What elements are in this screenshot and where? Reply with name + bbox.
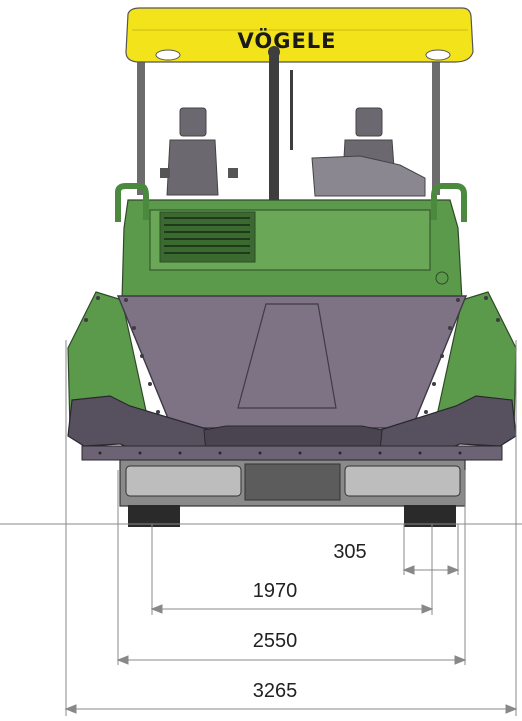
dim-label-track-outer: 2550 — [253, 630, 298, 652]
exhaust-pipe — [269, 48, 279, 258]
push-roller-left — [125, 465, 242, 497]
engine-grille — [159, 211, 256, 263]
bumper-lower-plate — [81, 445, 503, 461]
undercarriage — [119, 459, 466, 527]
seat-right-headrest — [355, 107, 383, 137]
roof-post-right — [432, 55, 440, 195]
hopper-push-plate — [237, 303, 337, 409]
track-right — [404, 505, 456, 527]
dim-2550-arrow-right — [454, 655, 467, 665]
dim-3265-arrow-right — [505, 704, 518, 714]
push-roller-right — [344, 465, 461, 497]
handrail-left — [115, 183, 149, 222]
roof-light-right — [425, 49, 451, 61]
roof-light-left — [155, 49, 181, 61]
dimension-lines — [0, 340, 522, 716]
hopper-rivets — [84, 296, 500, 414]
center-coupling — [244, 463, 341, 501]
brand-name: VÖGELE — [237, 28, 336, 53]
dim-305-arrow-left — [402, 565, 415, 575]
grille-slats — [164, 217, 250, 254]
seat-left-back — [166, 139, 219, 196]
fuel-cap — [435, 271, 449, 285]
seat-left-arm-r — [228, 168, 238, 178]
dim-305-arrow-right — [447, 565, 460, 575]
control-console — [311, 155, 426, 197]
operator-seats — [160, 107, 426, 197]
dim-label-overall-width: 3265 — [253, 680, 298, 702]
track-left — [128, 505, 180, 527]
seat-left-arm-l — [160, 168, 170, 178]
seat-left-headrest — [179, 107, 207, 137]
support-rod — [290, 70, 293, 150]
dim-1970-arrow-left — [150, 604, 163, 614]
hopper — [84, 295, 500, 429]
machine-body — [115, 183, 467, 301]
dim-2550-arrow-left — [116, 655, 129, 665]
handrail-right — [431, 183, 467, 222]
exhaust-cap — [268, 46, 280, 58]
dim-3265-arrow-left — [64, 704, 77, 714]
dim-1970-arrow-right — [421, 604, 434, 614]
bumper-rivets — [98, 451, 462, 455]
roof-post-left — [137, 55, 145, 195]
dim-label-track-gauge: 1970 — [253, 580, 298, 602]
front-bumper — [67, 395, 517, 461]
canopy: VÖGELE — [125, 7, 474, 195]
dim-label-track-width: 305 — [333, 541, 366, 563]
roof — [125, 7, 474, 63]
